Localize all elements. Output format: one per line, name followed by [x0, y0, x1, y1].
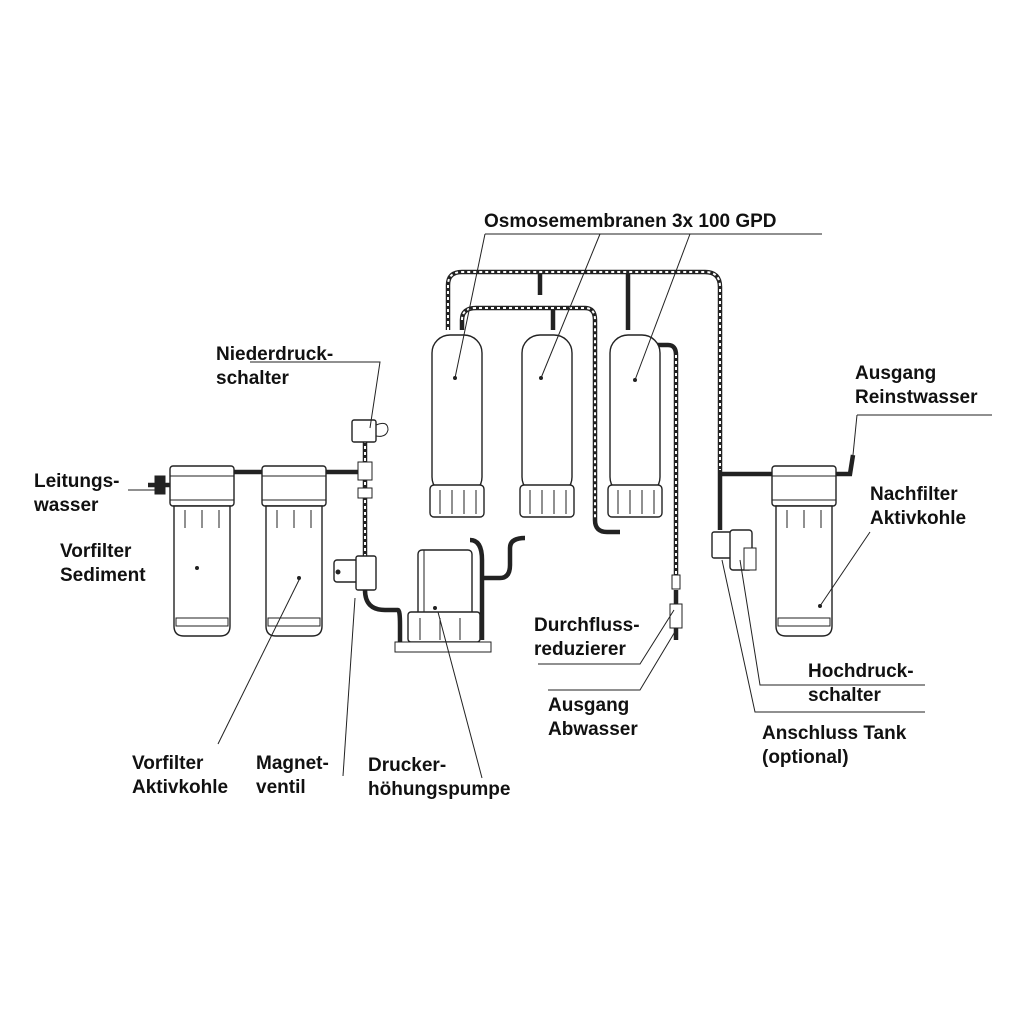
label-ausgang-reinstwasser: Ausgang Reinstwasser [855, 362, 978, 410]
label-line: höhungspumpe [368, 779, 511, 800]
label-line: Aktivkohle [132, 777, 229, 798]
label-osmosemembranen: Osmosemembranen 3x 100 GPD [484, 210, 777, 234]
label-line: schalter [808, 685, 881, 706]
label-line: Niederdruck- [216, 344, 334, 365]
label-line: Durchfluss- [534, 615, 640, 636]
prefilter-sediment [154, 465, 235, 637]
label-hochdruckschalter: Hochdruck- schalter [808, 660, 914, 708]
label-niederdruckschalter: Niederdruck- schalter [216, 343, 333, 391]
solenoid-valve [333, 555, 377, 591]
post-filter-activated-carbon [771, 465, 837, 637]
high-pressure-switch [711, 529, 757, 571]
ro-membrane-1 [429, 334, 485, 518]
label-vorfilter-sediment: Vorfilter Sediment [60, 540, 146, 588]
tubing [148, 269, 856, 645]
label-line: Reinstwasser [855, 387, 978, 408]
label-line: ventil [256, 777, 306, 798]
label-line: (optional) [762, 747, 849, 768]
label-line: Vorfilter [132, 753, 204, 774]
ro-membrane-2 [519, 334, 575, 518]
label-ausgang-abwasser: Ausgang Abwasser [548, 694, 638, 742]
label-line: Abwasser [548, 719, 638, 740]
label-line: Sediment [60, 565, 146, 586]
label-line: Anschluss Tank [762, 723, 907, 744]
label-anschluss-tank: Anschluss Tank (optional) [762, 722, 906, 770]
label-druckerhoehungspumpe: Drucker- höhungspumpe [368, 754, 510, 802]
label-line: wasser [34, 495, 99, 516]
label-line: Ausgang [855, 363, 937, 384]
label-line: Magnet- [256, 753, 329, 774]
low-pressure-switch [351, 419, 389, 499]
ro-membrane-3 [607, 334, 663, 518]
label-line: schalter [216, 368, 289, 389]
leader-lines [128, 233, 992, 779]
label-line: Osmosemembranen 3x 100 GPD [484, 211, 777, 232]
label-line: Ausgang [548, 695, 630, 716]
label-line: reduzierer [534, 639, 626, 660]
label-line: Drucker- [368, 755, 447, 776]
label-nachfilter: Nachfilter Aktivkohle [870, 483, 966, 531]
label-line: Aktivkohle [870, 508, 967, 529]
label-line: Hochdruck- [808, 661, 914, 682]
label-vorfilter-aktivkohle: Vorfilter Aktivkohle [132, 752, 228, 800]
prefilter-activated-carbon [261, 465, 327, 637]
booster-pump [394, 549, 492, 653]
label-line: Leitungs- [34, 471, 120, 492]
label-leitungswasser: Leitungs- wasser [34, 470, 120, 518]
flow-reducer [669, 574, 683, 629]
label-durchflussreduzierer: Durchfluss- reduzierer [534, 614, 640, 662]
label-magnetventil: Magnet- ventil [256, 752, 329, 800]
label-line: Nachfilter [870, 484, 958, 505]
label-line: Vorfilter [60, 541, 132, 562]
